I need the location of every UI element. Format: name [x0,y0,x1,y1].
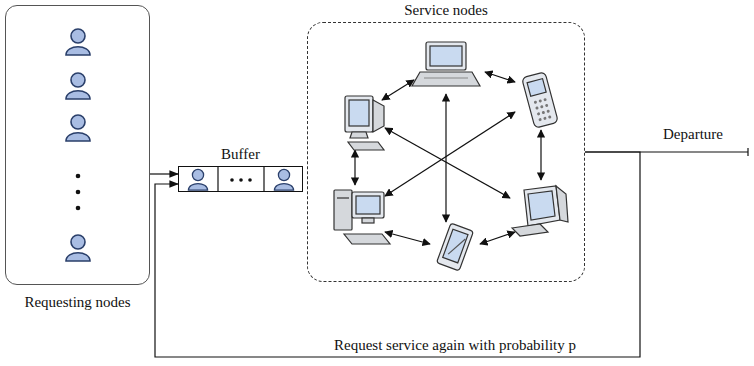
group-label: Buffer [219,146,262,163]
group-label: Requesting nodes [22,294,132,311]
buffer-cells [263,166,264,192]
ellipsis-dots [239,178,243,182]
desktop-pc-icon [352,192,384,218]
device-link [382,80,414,100]
laptop-icon [424,77,468,78]
phone-icon [522,72,559,128]
phone-icon [548,115,552,119]
ellipsis-dots [230,178,252,182]
phone-icon [534,100,538,104]
buffer-cells [217,166,218,192]
desktop-pc-icon [362,218,374,223]
phone-icon [543,98,547,102]
monitor-icon [528,191,555,220]
phone-icon [534,98,552,122]
tablet-icon [448,235,465,258]
flow-label: Departure [660,126,726,143]
phone-icon [527,79,546,97]
device-link [385,128,510,198]
monitor-icon [556,186,568,222]
buffer-cells [218,166,264,192]
phone-icon [535,106,539,110]
device-link [480,232,515,244]
flow-arrow [155,152,640,357]
ellipsis-dots [76,174,81,211]
phone-icon [522,72,559,128]
user-icon [66,115,90,141]
ellipsis-dots [76,206,81,211]
desktop-pc-icon [334,190,352,230]
user-icon [66,29,90,261]
tablet-icon [443,229,468,263]
desktop-pc-icon [344,234,390,244]
edge-label: Request service again with probability p [331,337,579,354]
monitor-icon [348,142,384,150]
queued-user-icon [188,169,293,190]
monitor-icon [350,132,368,138]
phone-icon [537,112,541,116]
user-icon [66,29,90,55]
laptop-icon [430,46,462,66]
flow-arrow [150,173,178,174]
queued-user-icon [274,169,293,190]
departure-line [747,148,748,156]
phone-icon [538,118,542,122]
phone-icon [546,109,550,113]
desktop-pc-icon [356,196,380,214]
monitor-icon [349,100,369,126]
phone-icon [538,99,542,103]
phone-icon [545,104,549,108]
ellipsis-dots [76,190,81,195]
device-link [485,72,515,82]
tablet-icon [437,223,474,271]
group-label: Service nodes [402,2,490,19]
ellipsis-dots [76,174,81,179]
laptop-icon [426,42,466,70]
ellipsis-dots [248,178,252,182]
device-link [540,130,541,180]
user-icon [66,73,90,99]
laptop-icon [412,42,480,86]
monitor-icon [373,100,384,132]
device-link [445,94,446,222]
monitor-icon [512,224,548,236]
monitor-icon [345,96,373,132]
device-link [385,232,430,244]
buffer-queue: Buffer [178,166,303,192]
tablet-icon [437,223,474,271]
phone-icon [540,105,544,109]
device-link [385,112,515,196]
device-link [354,150,355,185]
monitor-icon [345,96,384,150]
service-nodes-group: Service nodes [307,22,585,282]
desktop-pc-icon [334,190,390,244]
laptop-icon [412,72,480,86]
user-icon [66,235,90,261]
monitor-icon [524,186,560,226]
queued-user-icon [188,169,207,190]
monitor-icon [512,186,568,236]
ellipsis-dots [230,178,234,182]
requesting-nodes-box: Requesting nodes [5,5,150,285]
desktop-pc-icon [337,197,349,198]
phone-icon [543,117,547,121]
phone-icon [542,111,546,115]
